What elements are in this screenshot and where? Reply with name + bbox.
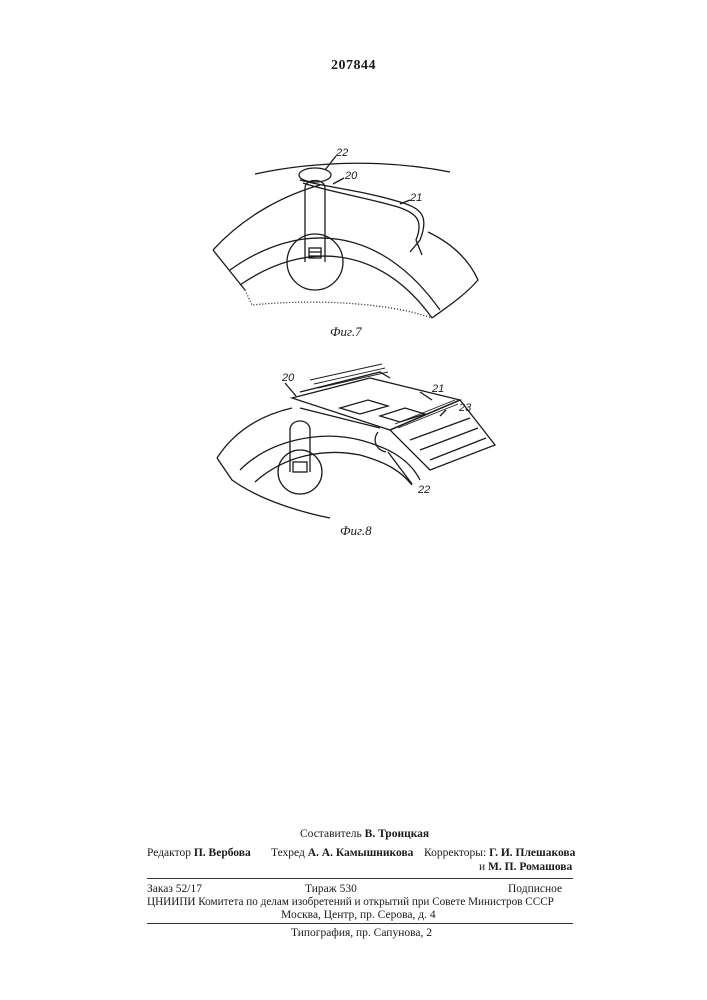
- techred-name: А. А. Камышникова: [308, 847, 414, 859]
- corrector-2: М. П. Ромашова: [488, 861, 572, 873]
- order-number: Заказ 52/17: [147, 882, 202, 896]
- techred-line: Техред А. А. Камышникова: [271, 846, 413, 860]
- institute: ЦНИИПИ Комитета по делам изобретений и о…: [147, 895, 554, 909]
- subscription: Подписное: [508, 882, 562, 896]
- fig8-label-21: 21: [432, 383, 444, 395]
- compiler-label: Составитель: [300, 828, 362, 840]
- address: Москва, Центр, пр. Серова, д. 4: [281, 908, 436, 922]
- correctors-line: Корректоры: Г. И. Плешакова: [424, 846, 575, 860]
- fig8-label-20: 20: [282, 372, 294, 384]
- corrector-2-prefix: и: [479, 861, 485, 873]
- figure-7-caption: Фиг.7: [330, 324, 362, 340]
- fig8-label-22: 22: [418, 484, 430, 496]
- editor-label: Редактор: [147, 847, 191, 859]
- circulation: Тираж 530: [305, 882, 357, 896]
- techred-label: Техред: [271, 847, 305, 859]
- fig8-label-23: 23: [459, 402, 471, 414]
- figure-8-caption: Фиг.8: [340, 523, 372, 539]
- correctors-label: Корректоры:: [424, 847, 486, 859]
- corrector-1: Г. И. Плешакова: [489, 847, 575, 859]
- printer: Типография, пр. Сапунова, 2: [291, 926, 432, 940]
- editor-line: Редактор П. Вербова: [147, 846, 251, 860]
- divider-top: [147, 878, 573, 879]
- fig7-label-20: 20: [345, 170, 357, 182]
- compiler-name: В. Троицкая: [365, 828, 429, 840]
- fig7-label-22: 22: [336, 147, 348, 159]
- fig7-label-21: 21: [410, 192, 422, 204]
- divider-bottom: [147, 923, 573, 924]
- compiler-line: Составитель В. Троицкая: [300, 827, 429, 841]
- corrector-2-line: и М. П. Ромашова: [479, 860, 572, 874]
- editor-name: П. Вербова: [194, 847, 251, 859]
